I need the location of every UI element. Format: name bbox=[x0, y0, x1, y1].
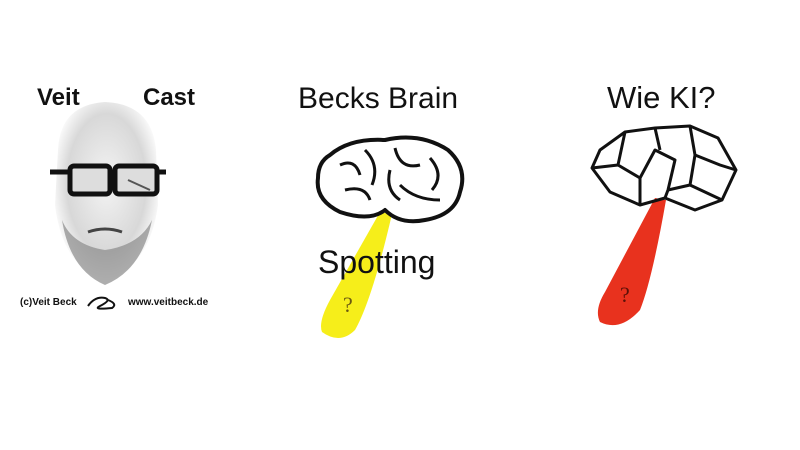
question-mark-red: ? bbox=[620, 282, 630, 307]
veitcast-copyright: (c)Veit Beck bbox=[20, 297, 77, 308]
question-mark-yellow: ? bbox=[343, 292, 353, 317]
red-beam bbox=[597, 198, 666, 326]
signature bbox=[87, 296, 116, 310]
wireframe-brain bbox=[590, 124, 738, 212]
brain-illustration bbox=[315, 135, 465, 224]
veitcast-website[interactable]: www.veitbeck.de bbox=[128, 297, 209, 308]
veitcast-title-left: Veit bbox=[37, 84, 80, 111]
wie-ki-title: Wie KI? bbox=[607, 80, 716, 115]
yellow-beam bbox=[321, 212, 392, 339]
face-portrait bbox=[50, 102, 166, 285]
becks-brain-title: Becks Brain bbox=[298, 82, 459, 115]
veitcast-title-right: Cast bbox=[143, 84, 196, 111]
becks-brain-subtitle: Spotting bbox=[318, 244, 436, 280]
